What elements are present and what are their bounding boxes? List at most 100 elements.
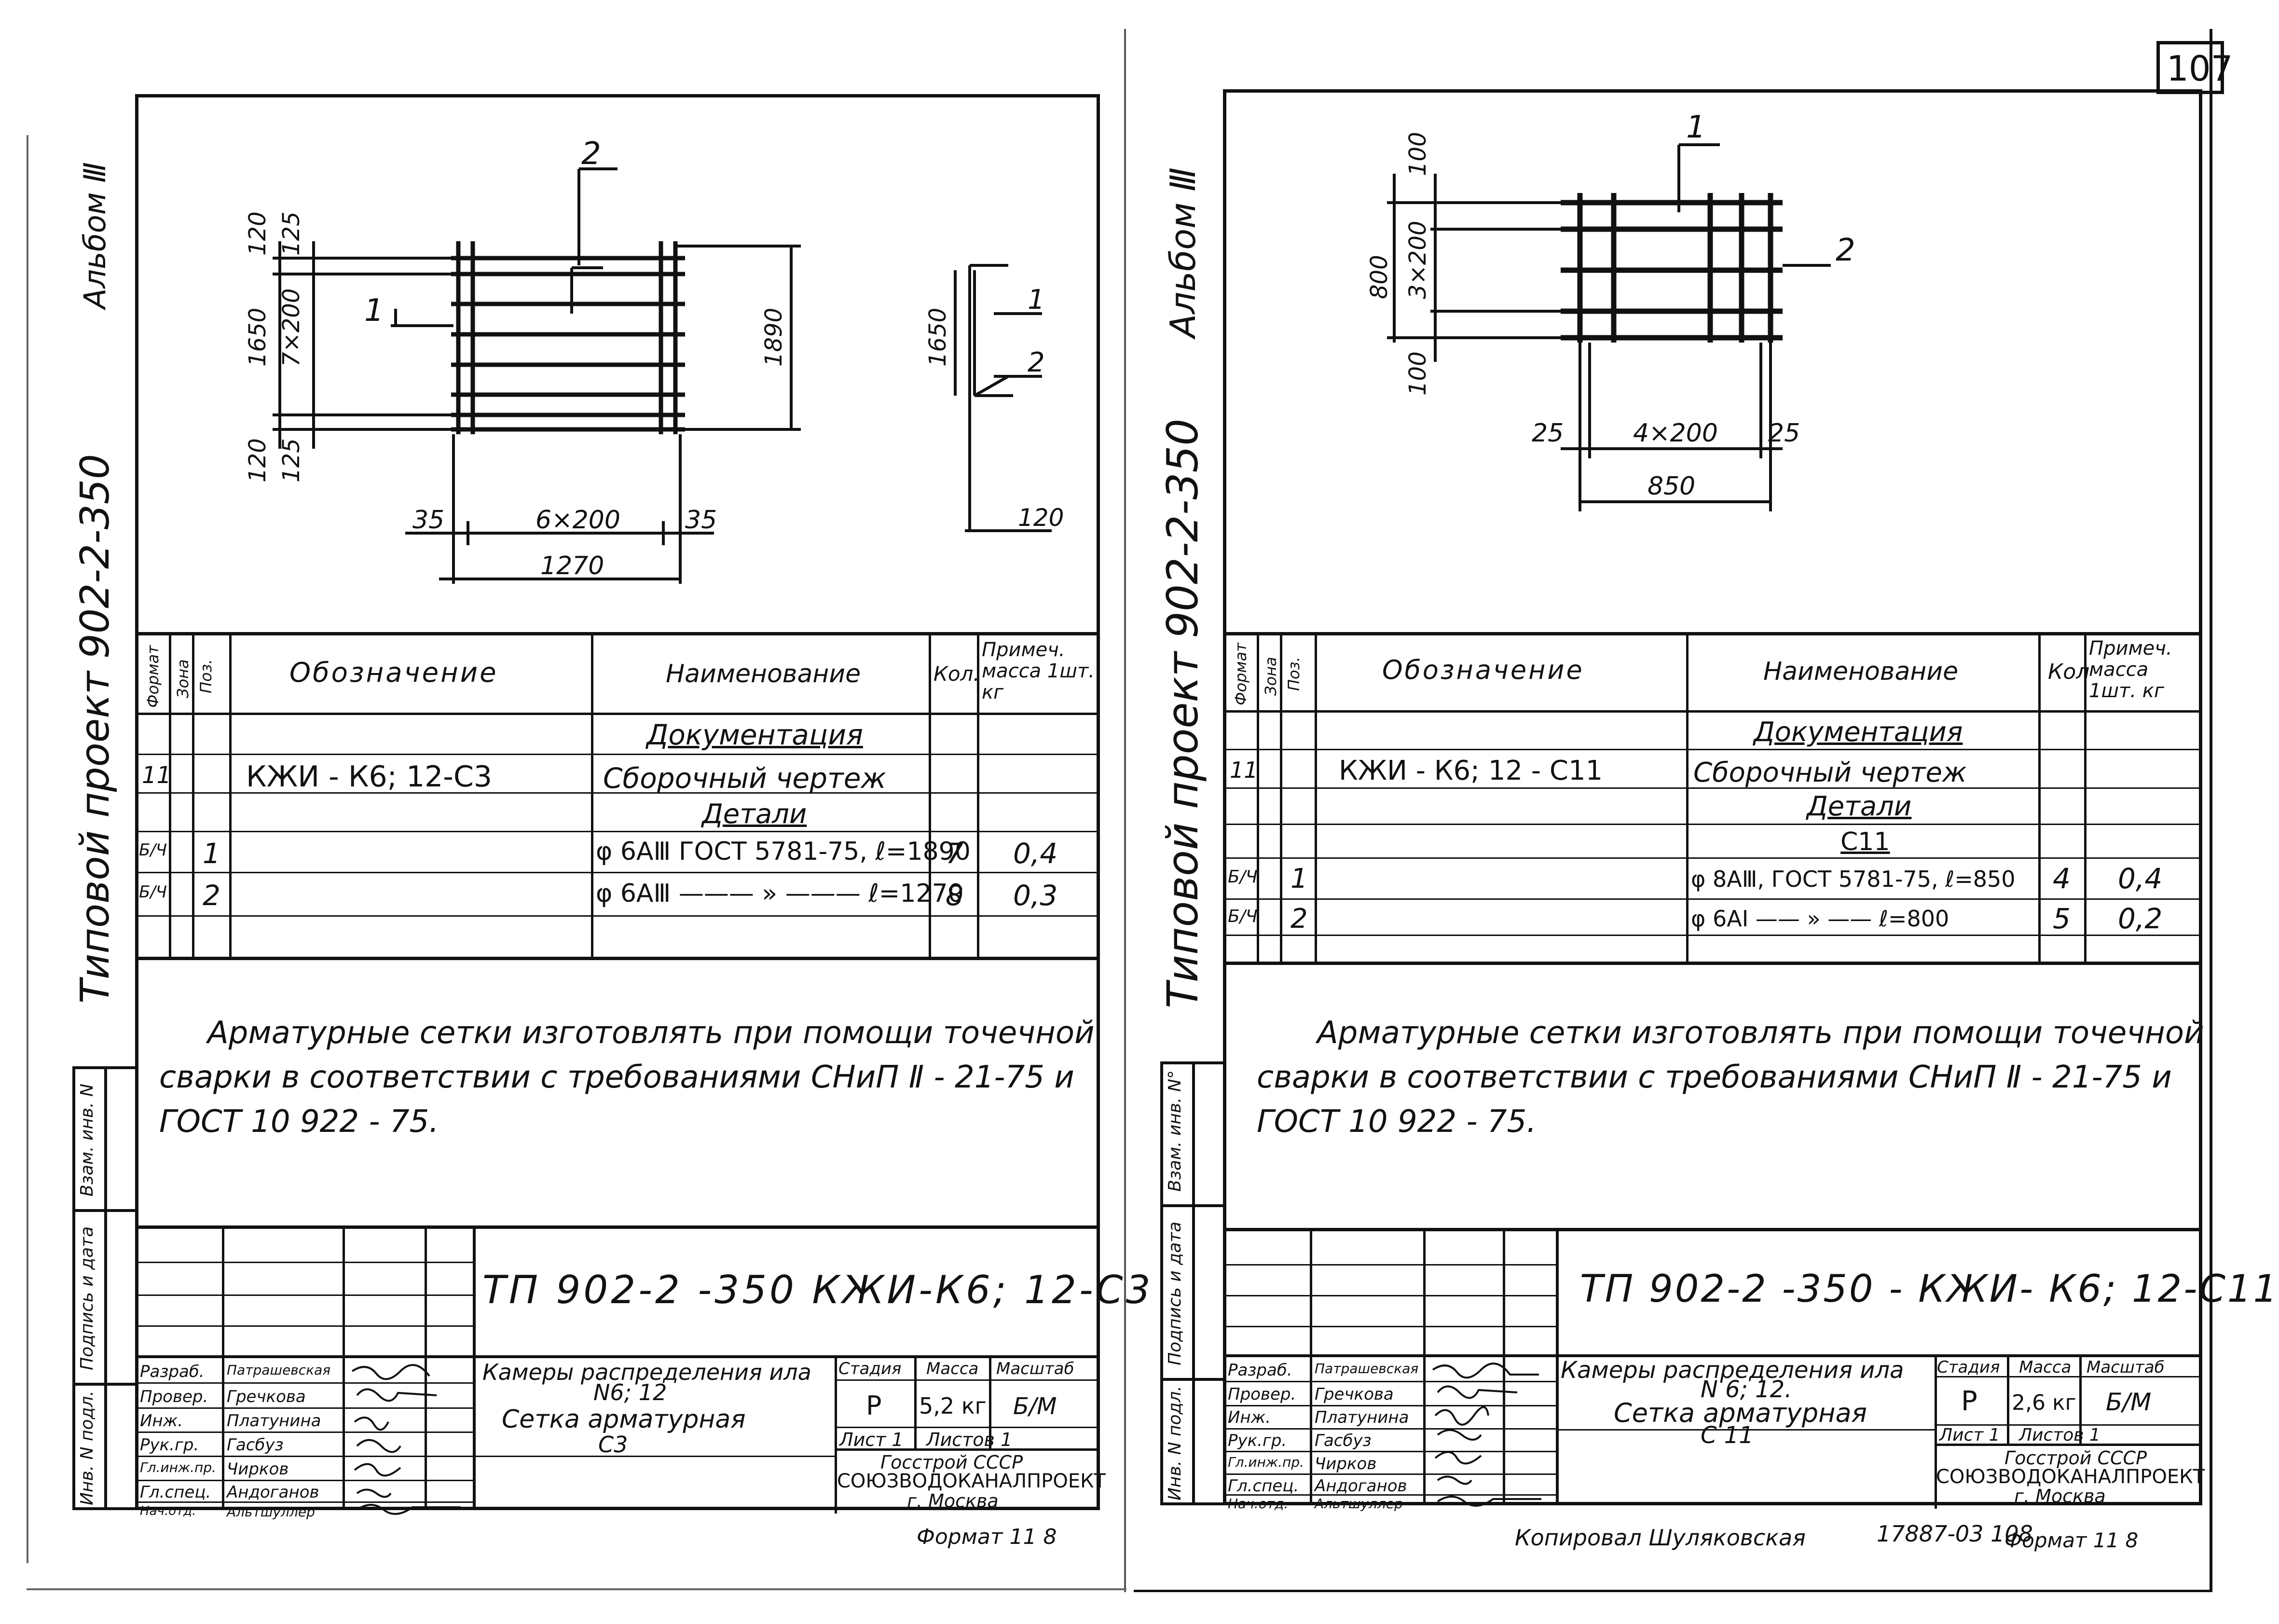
row-name: φ 6АⅠ —— » —— ℓ=800 [1691,906,1950,932]
role-3: Инж. [1228,1408,1271,1427]
person-3: Платунина [227,1411,321,1431]
hdr-name: Наименование [1763,657,1959,686]
hdr-zone: Зона [1262,657,1280,696]
tb-name-1: Камеры распределения ила [482,1359,811,1385]
tb-stage-label: Стадия [1937,1358,2000,1377]
hdr-zone: Зона [174,659,192,698]
svg-text:120: 120 [244,211,271,256]
tb-org-1: Госстрой СССР [880,1452,1023,1473]
sheet-right-frame [1223,89,2202,1505]
hdr-format: Формат [144,645,162,708]
tb-sheet: Лист 1 [1939,1425,2000,1445]
svg-text:800: 800 [1366,255,1393,299]
sheet-left: Альбом Ⅲ Типовой проект 902-2-350 Инв. N… [0,0,1151,1624]
sheet-left-frame [135,94,1100,1510]
role-2: Провер. [1228,1385,1296,1404]
note-line-3: ГОСТ 10 922 - 75. [1257,1104,1537,1140]
scan-edge-bottom [27,1588,1126,1590]
spec-heading: Детали [702,798,807,830]
side-project-label: Типовой проект 902-2-350 [72,454,118,1004]
row-qty: 8 [946,879,963,912]
tb-name-4: С 11 [1701,1422,1754,1449]
side-project-label: Типовой проект 902-2-350 [1158,418,1208,1008]
row-pos: 2 [203,879,220,912]
person-2: Гречкова [1315,1385,1394,1404]
spec-table-right: Формат Зона Поз. Обозначение Наименовани… [1223,632,2202,965]
spec-table-left: Формат Зона Поз. Обозначение Наименовани… [135,632,1100,960]
role-5: Гл.инж.пр. [1228,1454,1304,1470]
hdr-pos: Поз. [197,659,215,693]
svg-text:35: 35 [412,506,444,535]
copy-note: Копировал Шуляковская [1515,1525,1806,1551]
pos-2-label: 2 [581,136,601,172]
row-name: φ 6АⅢ ГОСТ 5781-75, ℓ=1890 [596,837,971,866]
outer-border-bottom [1134,1590,2212,1592]
person-4: Гасбуз [1315,1431,1372,1450]
hdr-designation: Обозначение [1382,655,1584,685]
side-album-label: Альбом Ⅲ [77,162,112,309]
svg-text:100: 100 [1404,132,1431,176]
svg-text:7×200: 7×200 [278,289,305,367]
side-stamp-column [1160,1061,1226,1505]
spec-subheading: С11 [1840,827,1890,856]
side-stamp-column [72,1066,138,1510]
row-mass: 0,2 [2118,902,2163,935]
format-label: Формат 11 8 [917,1525,1057,1549]
svg-text:1: 1 [1028,284,1045,316]
row-pos: 1 [1291,863,1308,895]
tb-stage-label: Стадия [838,1359,902,1378]
person-3: Платунина [1315,1408,1409,1427]
row-mass: 0,4 [1013,837,1058,870]
role-6: Гл.спец. [140,1483,211,1502]
signatures [1432,1363,1541,1507]
tb-scale-label: Масштаб [996,1359,1074,1378]
drawing-code: ТП 902-2 -350 - КЖИ- К6; 12-С11 [1580,1267,2279,1311]
row-fmt: 11 [1230,757,1258,783]
svg-text:850: 850 [1647,472,1695,501]
tb-mass-label: Масса [926,1359,979,1378]
sheet-right: Альбом Ⅲ Типовой проект 902-2-350 Инв. N… [1124,0,2277,1624]
tb-org-3: г. Москва [907,1490,999,1512]
pos-1-label: 1 [364,293,384,329]
person-1: Патрашевская [227,1362,331,1378]
person-7: Альтшуллер [1315,1496,1403,1512]
tb-name-1: Камеры распределения ила [1561,1357,1904,1384]
svg-text:35: 35 [685,506,717,535]
note-line-2: сварки в соответствии с требованиями СНи… [1257,1060,2172,1095]
tb-name-2: N 6; 12. [1701,1376,1792,1403]
row-fmt: Б/Ч [139,882,167,902]
person-1: Патрашевская [1315,1361,1419,1376]
svg-text:25: 25 [1532,419,1564,448]
svg-text:1270: 1270 [540,551,604,580]
role-3: Инж. [140,1411,183,1431]
row-qty: 7 [946,837,963,870]
row-fmt: Б/Ч [1228,907,1258,926]
rebar-mesh-drawing: 1 2 25 4×200 25 850 100 800 3×200 100 [1366,110,1855,511]
row-pos: 2 [1291,903,1308,935]
pos-1-label: 1 [1686,110,1706,145]
stamp-inv-orig: Инв. N подл. [77,1390,97,1505]
svg-text:100: 100 [1404,351,1431,396]
row-fmt: 11 [142,762,172,789]
outer-border-right [2210,29,2212,1592]
tb-org-3: г. Москва [2014,1486,2106,1507]
role-1: Разраб. [140,1362,205,1381]
person-5: Чирков [227,1459,289,1479]
person-7: Альтшуллер [227,1504,315,1520]
tb-org-1: Госстрой СССР [2004,1447,2147,1469]
row-designation: КЖИ - К6; 12 - С11 [1339,755,1603,786]
person-2: Гречкова [227,1387,306,1406]
svg-text:120: 120 [1018,504,1064,532]
hdr-designation: Обозначение [289,657,498,688]
signatures [351,1364,461,1515]
tb-sheets: Листов 1 [2019,1425,2101,1445]
row-mass: 0,3 [1013,879,1058,912]
svg-text:1650: 1650 [244,308,271,367]
row-name: φ 6АⅢ ——— » ——— ℓ=1270 [596,879,964,908]
spec-heading: Детали [1807,791,1912,822]
role-6: Гл.спец. [1228,1476,1299,1496]
tb-mass: 2,6 кг [2012,1390,2076,1415]
hdr-qty: Кол. [934,662,980,686]
role-4: Рук.гр. [1228,1431,1287,1450]
svg-text:125: 125 [278,211,305,256]
